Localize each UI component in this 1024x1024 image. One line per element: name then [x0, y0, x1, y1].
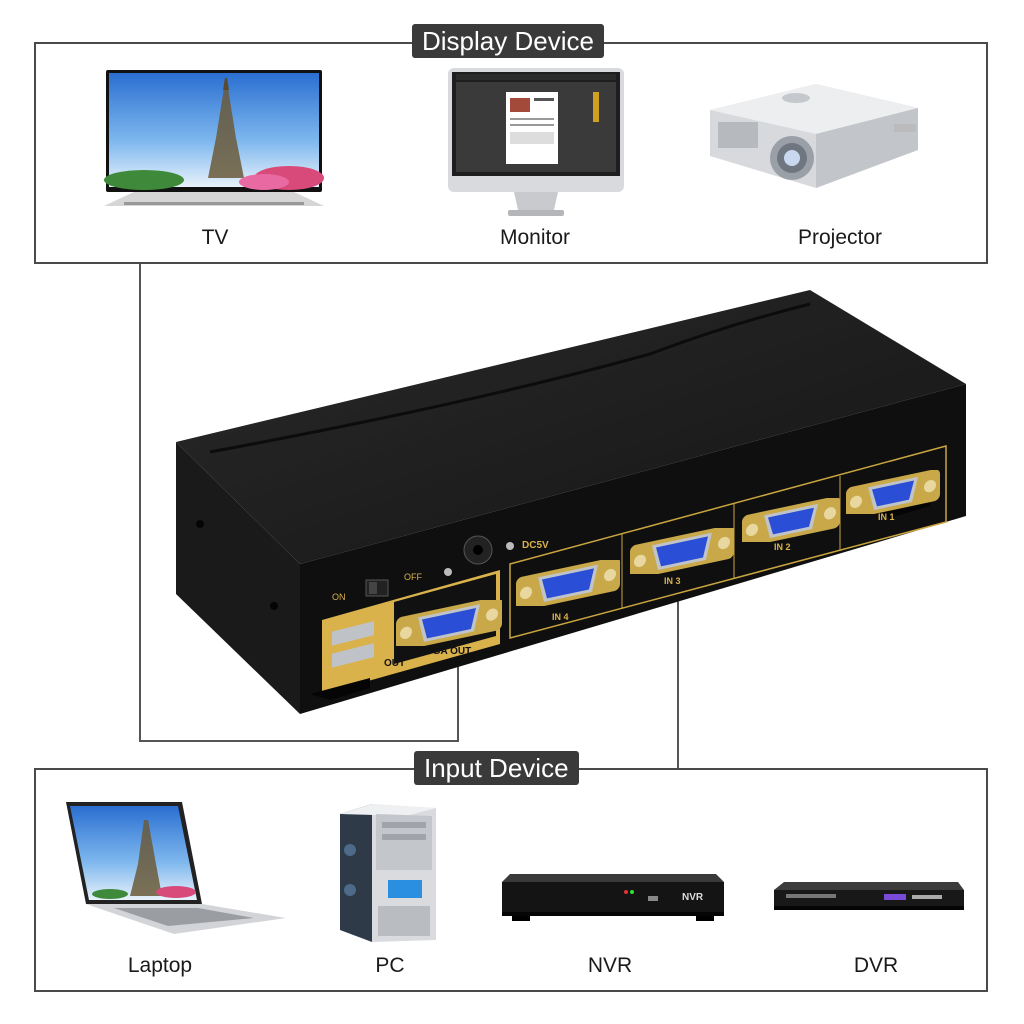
- pc-tower-icon: [336, 800, 440, 946]
- tv-label: TV: [201, 226, 229, 249]
- display-device-title: Display Device: [412, 24, 604, 58]
- tv-icon: [104, 68, 324, 210]
- monitor-label: Monitor: [499, 226, 571, 249]
- projector-label: Projector: [797, 226, 883, 249]
- input-device-title: Input Device: [414, 751, 579, 785]
- vga-in2-port: [742, 496, 842, 547]
- input-4-label: IN 4: [552, 612, 569, 622]
- laptop-icon: [64, 800, 288, 936]
- output-connector-bottom: [139, 740, 459, 742]
- dc-power-label: DC5V: [522, 540, 549, 551]
- nvr-icon: [500, 870, 726, 922]
- out-label: OUT: [384, 658, 406, 669]
- vga-out-port: [396, 596, 506, 651]
- pc-label: PC: [375, 954, 405, 977]
- output-connector-vertical-left: [139, 264, 141, 742]
- input-3-label: IN 3: [664, 576, 681, 586]
- output-connector-up: [457, 664, 459, 742]
- power-on-label: ON: [332, 592, 346, 602]
- vga-in1-port: [846, 469, 942, 519]
- projector-icon: [706, 80, 922, 192]
- input-1-label: IN 1: [878, 512, 895, 522]
- nvr-label: NVR: [587, 954, 633, 977]
- monitor-icon: [448, 68, 624, 218]
- dvr-icon: [772, 880, 966, 914]
- input-connector-vertical: [677, 588, 679, 770]
- nvr-brand-text: NVR: [682, 892, 704, 903]
- vga-in3-port: [630, 525, 736, 579]
- vga-in4-port: [516, 557, 622, 611]
- dvr-label: DVR: [853, 954, 899, 977]
- input-2-label: IN 2: [774, 542, 791, 552]
- vga-out-label: VGA OUT: [426, 646, 472, 657]
- power-off-label: OFF: [404, 572, 422, 582]
- laptop-label: Laptop: [127, 954, 193, 977]
